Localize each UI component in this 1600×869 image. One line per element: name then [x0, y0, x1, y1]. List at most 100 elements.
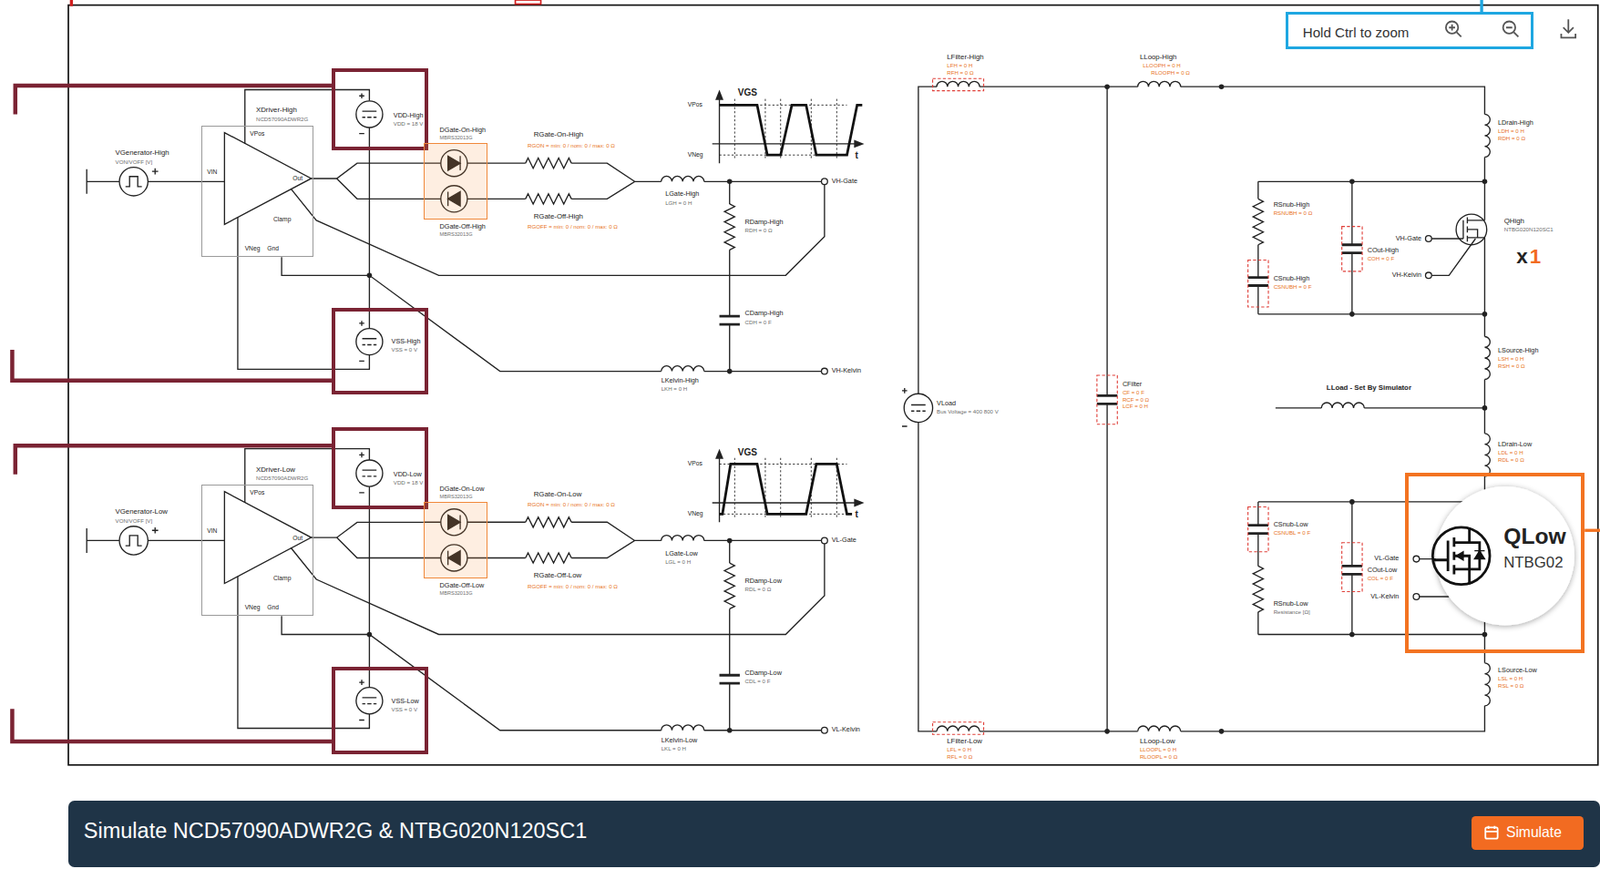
node-text: NCD57090ADWR2G — [256, 475, 308, 483]
component-label: VH-Kelvin — [1392, 271, 1422, 279]
power-stage-circuit — [1275, 407, 1486, 409]
gate-driver-circuit — [125, 176, 143, 187]
node-text: Clamp — [273, 215, 291, 223]
parameter-value: RSNUBH = 0 Ω — [1273, 210, 1313, 217]
parameter-value: LLOOPL = 0 H — [1139, 747, 1177, 754]
component-label: VH-Gate — [831, 177, 858, 185]
parameter-value: RSH = 0 Ω — [1497, 363, 1526, 370]
power-stage-circuit — [1349, 311, 1355, 318]
component-label: Resistance [Ω] — [1273, 609, 1311, 616]
editable-part-outline — [933, 722, 985, 735]
gate-driver-box: XDriver-LowNCD57090ADWR2GVPosVINOutClamp… — [201, 484, 314, 616]
zoom-magnifier — [1432, 486, 1600, 626]
gate-driver-circuit — [728, 181, 730, 371]
diode-highlight-box: DGate-On-LowMBRS32013GDGate-Off-LowMBRS3… — [423, 502, 489, 579]
power-stage-circuit — [1104, 83, 1110, 90]
gate-driver-circuit — [356, 101, 383, 128]
component-label: t — [854, 150, 858, 161]
gate-driver-circuit — [358, 92, 365, 134]
component-label: t — [854, 509, 858, 520]
parameter-value: LFL = 0 H — [946, 747, 972, 754]
editable-part-outline — [1342, 226, 1363, 272]
power-stage-circuit — [1351, 502, 1353, 636]
gate-driver-circuit — [356, 328, 383, 356]
editable-part-outline — [1248, 260, 1269, 308]
power-stage-circuit — [1349, 179, 1355, 185]
node-text: VSS-High — [391, 338, 421, 346]
component-label: VNeg — [687, 151, 704, 158]
parameter-value: RDL = 0 Ω — [745, 586, 772, 594]
power-stage-circuit — [911, 405, 926, 412]
gate-driver-circuit — [821, 368, 829, 375]
node-text: VDD = 18 V — [393, 480, 424, 487]
component-label: VH-Gate — [1395, 235, 1422, 243]
power-stage-circuit — [1484, 433, 1490, 477]
highlight-bracket — [11, 85, 332, 742]
power-stage-circuit — [1482, 632, 1488, 638]
gate-driver-circuit — [86, 90, 828, 375]
gate-driver-circuit — [525, 158, 572, 169]
component-label: RGate-On-Low — [533, 491, 583, 500]
vgs-waveform — [719, 463, 853, 514]
zoom-magnifier — [1432, 527, 1490, 585]
zoom-magnifier — [1456, 551, 1485, 561]
gate-driver-circuit — [237, 217, 370, 370]
gate-driver-circuit — [719, 316, 740, 325]
node-text: DGate-On-Low — [440, 485, 485, 493]
power-stage-circuit — [1106, 86, 1108, 732]
power-stage-circuit — [1104, 83, 1488, 734]
power-stage-circuit — [936, 81, 980, 87]
component-label: RDamp-Low — [745, 577, 782, 585]
zoom-magnifier — [1435, 486, 1575, 626]
power-stage-circuit — [1349, 499, 1355, 505]
highlight-box: VDD-HighVDD = 18 V — [331, 68, 429, 151]
node-text: VDD-High — [393, 112, 424, 120]
component-label: CDamp-High — [745, 309, 784, 318]
parameter-value: RFL = 0 Ω — [946, 754, 973, 761]
toolbar-icon — [1446, 19, 1576, 38]
toolbar-icon — [1560, 19, 1576, 38]
node-text: Hold Ctrl to zoom — [1302, 25, 1410, 42]
component-label: LDrain-High — [1497, 119, 1534, 127]
component-label: CSnub-High — [1273, 275, 1311, 283]
frame — [70, 0, 73, 7]
node-text: MBRS32013G — [440, 134, 473, 141]
highlight-bracket — [11, 708, 332, 742]
parameter-value: CSNUBH = 0 F — [1273, 284, 1313, 291]
component-label: LGate-Low — [665, 550, 698, 558]
component-label: LKelvin-Low — [661, 737, 698, 745]
power-stage-circuit — [1138, 81, 1181, 87]
component-label: VGS — [738, 447, 758, 458]
parameter-value: LDL = 0 H — [1497, 450, 1524, 457]
node-text: MBRS32013G — [440, 231, 473, 237]
gate-driver-circuit — [224, 133, 311, 226]
gate-driver-box: XDriver-HighNCD57090ADWR2GVPosVINOutClam… — [201, 125, 314, 257]
gate-driver-circuit — [152, 168, 159, 175]
component-label: VL-Kelvin — [831, 726, 861, 734]
node-text: Simulate NCD57090ADWR2G & NTBG020N120SC1 — [83, 820, 587, 844]
power-stage-circuit — [1097, 395, 1118, 404]
component-label: LDrain-Low — [1497, 441, 1532, 449]
parameter-value: LSH = 0 H — [1497, 356, 1525, 363]
editable-part-outline — [933, 78, 1363, 735]
power-stage-circuit — [1138, 726, 1181, 732]
component-label: NTBG020N120SC1 — [1504, 226, 1554, 234]
editable-part-outline — [1097, 375, 1118, 425]
power-stage-circuit — [1321, 402, 1365, 409]
parameter-value: CF = 0 F — [1122, 389, 1145, 397]
gate-driver-circuit — [86, 169, 120, 195]
component-label: VH-Kelvin — [831, 367, 862, 375]
gate-driver-circuit — [86, 90, 828, 375]
vgs-plot — [712, 90, 865, 165]
component-label: LLoop-Low — [1139, 738, 1176, 747]
parameter-value: CSNUBL = 0 F — [1273, 530, 1312, 537]
highlight-box: VSS-HighVSS = 0 V — [331, 307, 429, 395]
gate-driver-circuit — [119, 167, 148, 196]
power-stage-circuit — [1219, 83, 1225, 90]
component-label: COut-Low — [1367, 566, 1398, 575]
parameter-value: LLOOPH = 0 H — [1142, 62, 1180, 70]
power-stage-circuit — [1104, 728, 1110, 735]
